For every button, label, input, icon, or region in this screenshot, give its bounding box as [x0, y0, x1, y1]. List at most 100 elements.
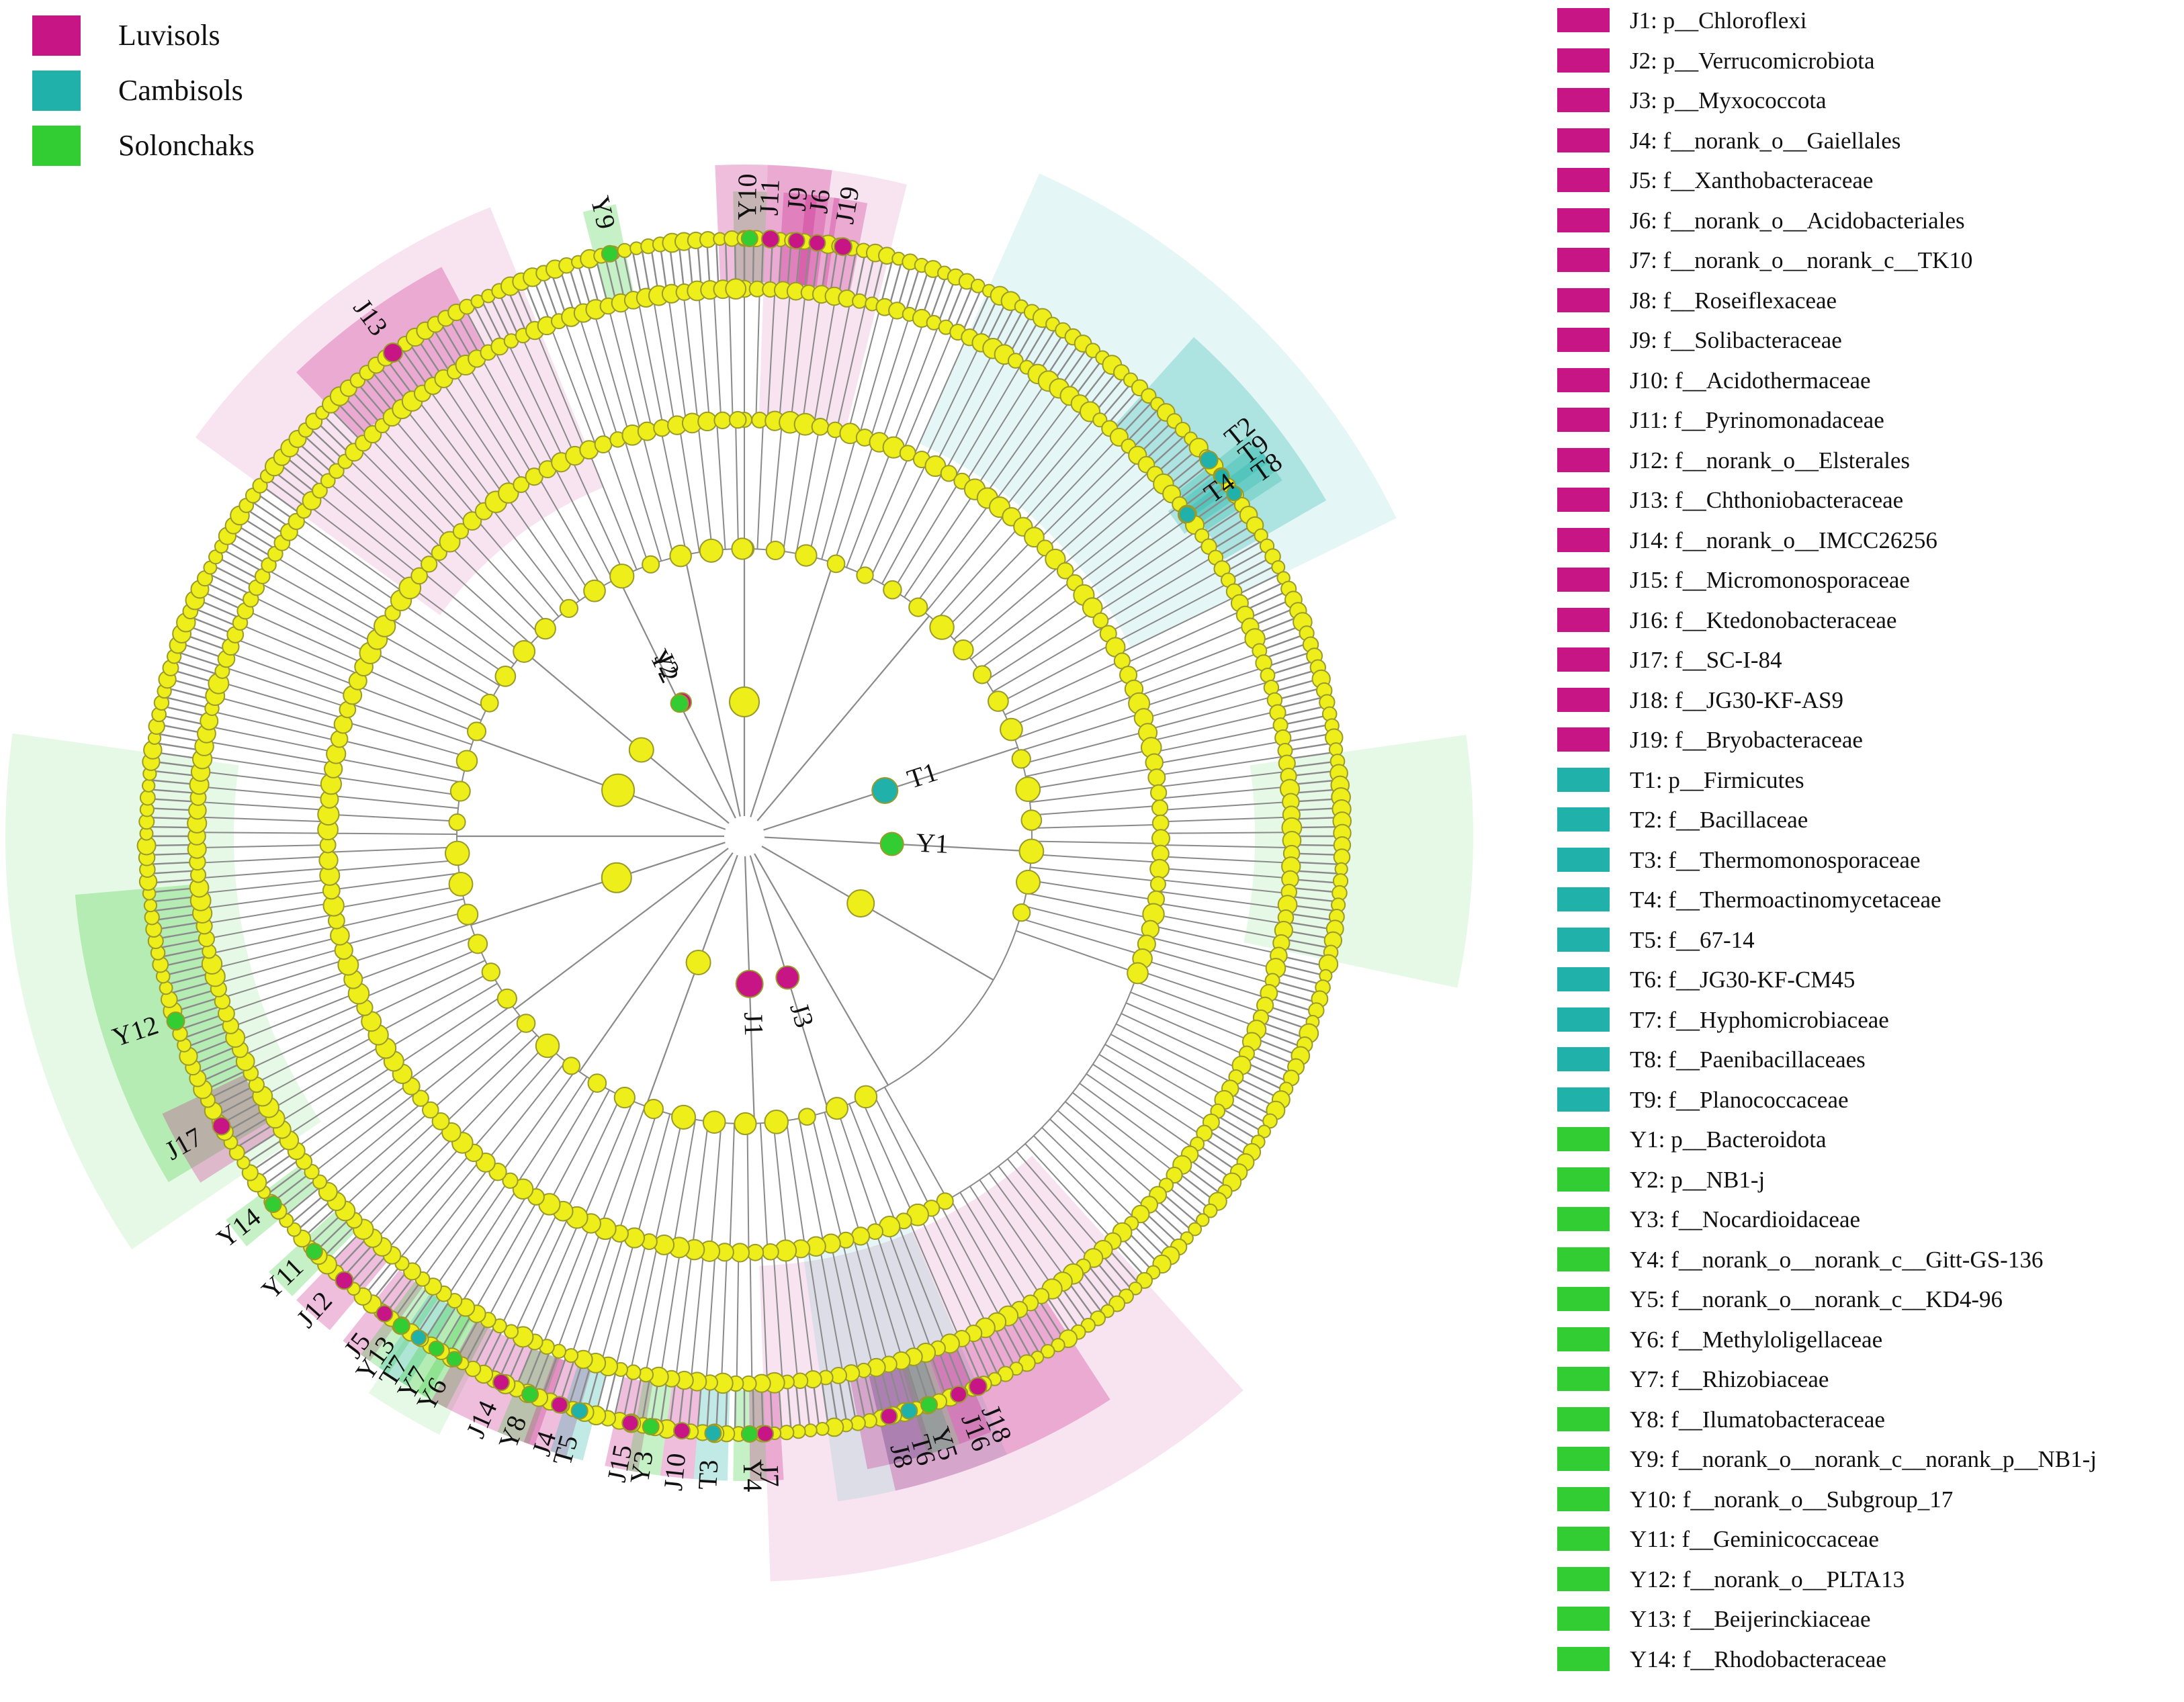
tree-branch	[1278, 705, 1328, 718]
tree-branch	[729, 1123, 736, 1253]
tree-branch	[1123, 609, 1243, 665]
tree-node	[1149, 784, 1168, 801]
tree-node	[601, 773, 636, 807]
tree-branch	[308, 504, 413, 585]
tree-branch	[1154, 740, 1284, 765]
tree-branch	[953, 283, 974, 331]
clade-label-y10: Y10	[732, 173, 762, 220]
taxa-swatch	[1557, 1007, 1610, 1032]
taxa-legend-item-j3: J3: p__Myxococcota	[1557, 87, 1827, 114]
tree-branch	[1270, 668, 1319, 684]
cambisols-swatch	[32, 71, 81, 111]
tree-branch	[660, 1247, 682, 1378]
tree-branch	[163, 696, 212, 709]
tree-branch	[431, 326, 460, 370]
tree-branch	[453, 371, 525, 484]
tree-branch	[1076, 504, 1181, 585]
tree-node	[513, 639, 536, 663]
tree-branch	[565, 1095, 622, 1213]
tree-branch	[615, 1241, 648, 1369]
tree-branch	[821, 435, 857, 560]
tree-branch	[1267, 996, 1317, 1013]
tree-branch	[769, 421, 783, 550]
tree-branch	[1280, 714, 1330, 726]
tree-branch	[749, 1252, 753, 1384]
tree-node	[637, 421, 657, 441]
tree-branch	[447, 316, 474, 361]
tree-branch	[485, 1061, 566, 1163]
taxa-label: J19: f__Bryobacteraceae	[1630, 726, 1863, 753]
tree-node	[139, 789, 156, 806]
tree-branch	[415, 1293, 445, 1337]
clade-node-j16	[949, 1385, 967, 1403]
taxa-swatch	[1557, 1367, 1610, 1391]
tree-branch	[1160, 1191, 1200, 1225]
taxa-legend-item-t8: T8: f__Paenibacillaceaes	[1557, 1046, 1866, 1073]
clade-label-y9: Y9	[585, 193, 622, 232]
tree-branch	[607, 306, 642, 433]
tree-node	[685, 949, 711, 975]
tree-branch	[830, 1243, 859, 1372]
tree-node	[1145, 753, 1164, 772]
tree-node	[791, 1372, 809, 1389]
tree-branch	[214, 695, 342, 731]
tree-branch	[505, 494, 580, 601]
tree-branch	[1136, 652, 1261, 697]
tree-branch	[228, 652, 353, 697]
tree-branch	[1031, 805, 1160, 816]
tree-branch	[200, 770, 331, 788]
taxa-legend-item-j18: J18: f__JG30-KF-AS9	[1557, 686, 1843, 713]
tree-branch	[1153, 913, 1282, 940]
tree-branch	[824, 299, 852, 429]
tree-node	[669, 544, 692, 568]
taxa-swatch	[1557, 1047, 1610, 1071]
tree-branch	[1160, 816, 1292, 823]
tree-branch	[148, 788, 199, 795]
tree-branch	[1231, 564, 1278, 589]
nodes	[136, 229, 1352, 1443]
tree-node	[815, 1421, 830, 1436]
tree-branch	[1023, 905, 1149, 938]
tree-node	[559, 598, 578, 619]
tree-branch	[1201, 507, 1245, 537]
tree-branch	[332, 1110, 432, 1198]
tree-branch	[434, 557, 531, 645]
tree-branch	[778, 290, 791, 422]
tree-branch	[585, 1235, 625, 1361]
tree-branch	[347, 923, 471, 965]
tree-branch	[1053, 469, 1152, 558]
tree-branch	[976, 1331, 1000, 1378]
tree-branch	[904, 490, 977, 598]
tree-branch	[200, 879, 331, 895]
tree-branch	[659, 1378, 668, 1429]
tree-branch	[398, 1158, 482, 1261]
clade-node-y1	[879, 832, 904, 856]
tree-branch	[1215, 531, 1260, 559]
tree-node	[825, 1097, 848, 1120]
tree-branch	[301, 433, 341, 469]
tree-node	[729, 686, 760, 717]
tree-branch	[1079, 1268, 1112, 1309]
clade-node-y8	[521, 1385, 539, 1403]
tree-branch	[783, 423, 802, 552]
tree-branch	[855, 251, 867, 301]
tree-node	[498, 482, 519, 504]
clade-node-j6	[808, 234, 826, 252]
group-label: Cambisols	[118, 74, 243, 107]
tree-branch	[1079, 1083, 1186, 1162]
taxa-label: Y9: f__norank_o__norank_c__norank_p__NB1…	[1630, 1445, 2097, 1472]
tree-node	[318, 850, 339, 870]
tree-branch	[355, 1251, 390, 1292]
tree-branch	[229, 531, 274, 559]
tree-node	[564, 1348, 579, 1363]
tree-branch	[600, 1238, 636, 1365]
tree-branch	[582, 1101, 634, 1220]
clade-label-y4: Y4	[738, 1459, 768, 1492]
group-legend-cambisols: Cambisols	[32, 67, 243, 114]
tree-branch	[520, 484, 591, 594]
tree-branch	[355, 684, 477, 733]
tree-node	[1092, 612, 1109, 629]
tree-branch	[1125, 406, 1162, 444]
clade-node-j18	[968, 1377, 988, 1396]
tree-branch	[262, 1034, 379, 1098]
